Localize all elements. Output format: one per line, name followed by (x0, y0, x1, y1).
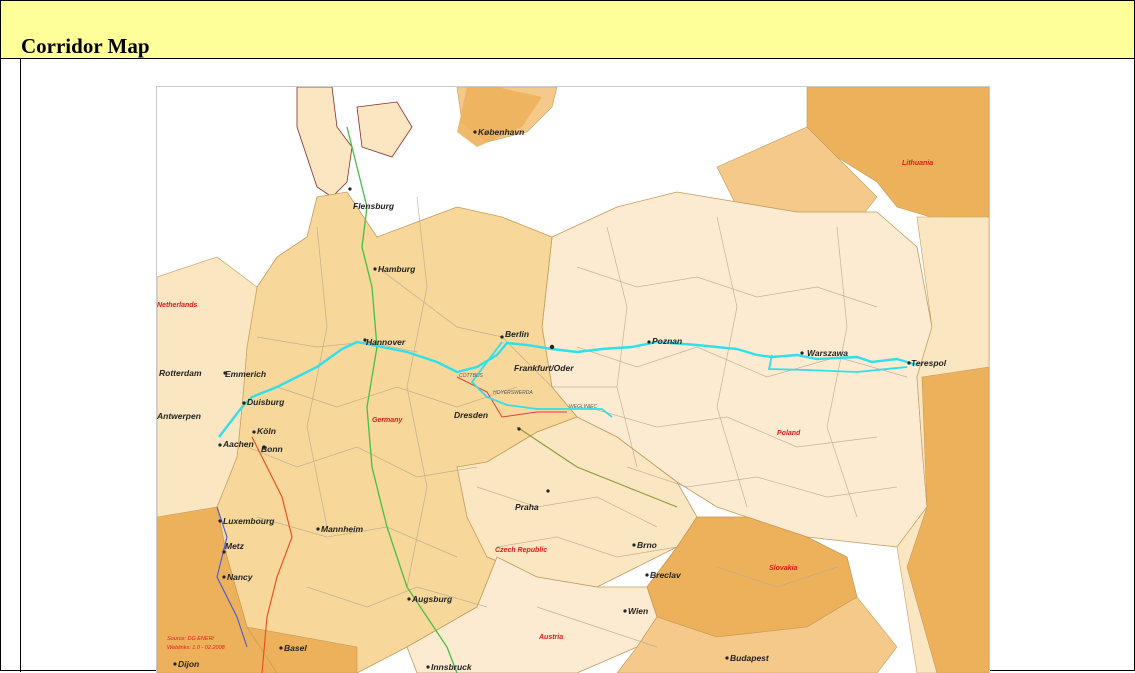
green-corridor (346, 126, 458, 673)
city-mannheim: Mannheim (321, 524, 363, 534)
source-note-line2: Weblinks: 1.0 - 02.2008 (167, 645, 226, 651)
city-hamburg: Hamburg (378, 264, 416, 274)
city-markers (173, 130, 911, 669)
city-praha: Praha (515, 502, 539, 512)
station-weglinie: WEGLINIEC (569, 404, 597, 410)
city-poznan: Poznan (652, 336, 682, 346)
city-koln: Köln (257, 426, 276, 436)
denmark-islands (356, 101, 413, 158)
blue-corridor (216, 506, 248, 648)
country-austria: Austria (538, 634, 563, 641)
country-slovakia: Slovakia (769, 565, 798, 572)
kobenhavn-region (457, 87, 542, 147)
country-czech-republic: Czech Republic (495, 547, 547, 554)
city-dresden: Dresden (454, 410, 488, 420)
city-duisburg: Duisburg (247, 397, 285, 407)
city-luxembourg: Luxembourg (223, 516, 275, 526)
left-border (20, 59, 21, 672)
switzerland-shape (246, 626, 358, 673)
city-wien: Wien (628, 606, 648, 616)
city-metz: Metz (225, 541, 245, 551)
rail-network (246, 196, 908, 648)
city-dijon: Dijon (178, 659, 199, 669)
olive-corridor (516, 426, 678, 508)
city-flensburg: Flensburg (353, 201, 395, 211)
title-bar: Corridor Map (1, 1, 1134, 59)
country-lithuania: Lithuania (902, 160, 933, 167)
denmark-jutland (296, 87, 353, 198)
city-hannover: Hannover (366, 337, 406, 347)
source-note-line1: Source: DG ENER/ (167, 636, 215, 642)
corridor-map: København Flensburg Hamburg Berlin Pozna… (156, 86, 990, 673)
country-germany: Germany (372, 417, 403, 424)
country-poland: Poland (777, 430, 801, 437)
city-rotterdam: Rotterdam (159, 368, 202, 378)
city-bonn: Bonn (261, 444, 283, 454)
ukraine-shape (906, 366, 989, 673)
country-netherlands: Netherlands (157, 302, 198, 309)
city-innsbruck: Innsbruck (431, 662, 473, 672)
city-budapest: Budapest (730, 653, 770, 663)
hungary-shape (616, 596, 898, 673)
station-cottbus: COTTBUS (459, 373, 484, 379)
city-augsburg: Augsburg (411, 594, 453, 604)
city-berlin: Berlin (505, 329, 529, 339)
city-breclav: Breclav (650, 570, 682, 580)
city-warszawa: Warszawa (807, 348, 848, 358)
city-basel: Basel (284, 643, 307, 653)
city-nancy: Nancy (227, 572, 254, 582)
city-brno: Brno (637, 540, 657, 550)
city-frankfurt-oder: Frankfurt/Oder (514, 363, 574, 373)
city-terespol: Terespol (911, 358, 947, 368)
corridor-loop-warszawa (767, 354, 908, 373)
main-corridor-line (218, 340, 918, 438)
city-antwerpen: Antwerpen (157, 411, 201, 421)
red-corridor (251, 436, 293, 673)
city-emmerich: Emmerich (225, 369, 266, 379)
city-kobenhavn: København (478, 127, 524, 137)
station-hoyerswerda: HOYERSWERDA (493, 390, 533, 396)
page-title: Corridor Map (21, 34, 150, 58)
city-aachen: Aachen (222, 439, 254, 449)
corridor-branch-south (470, 341, 613, 418)
map-svg: København Flensburg Hamburg Berlin Pozna… (157, 87, 989, 673)
